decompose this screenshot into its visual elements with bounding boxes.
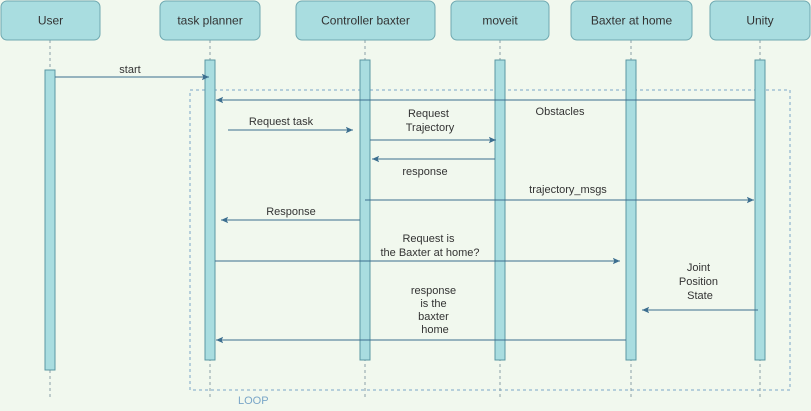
- message-response-controller-label: Response: [266, 206, 316, 218]
- participant-moveit-label: moveit: [482, 14, 518, 28]
- participant-unity[interactable]: [709, 0, 811, 41]
- participant-task-planner[interactable]: [159, 0, 261, 41]
- activation-controller-baxter: [359, 59, 371, 361]
- participant-user-label: User: [38, 14, 63, 28]
- messages: start Obstacles Request task Request Tra…: [55, 64, 758, 344]
- message-joint-position-state-label: Joint Position State: [679, 262, 721, 302]
- activation-baxter-at-home: [625, 59, 637, 361]
- activation-unity: [754, 59, 766, 361]
- participant-moveit[interactable]: [450, 0, 550, 41]
- activation-moveit: [494, 59, 506, 361]
- participant-task-planner-label: task planner: [177, 14, 242, 28]
- participant-baxter-at-home-label: Baxter at home: [591, 14, 673, 28]
- activation-user: [44, 69, 56, 371]
- participant-user[interactable]: [0, 0, 101, 41]
- message-request-task-label: Request task: [249, 116, 314, 128]
- message-request-trajectory-label: Request Trajectory: [406, 108, 455, 134]
- loop-label: LOOP: [238, 395, 269, 407]
- participant-controller-baxter[interactable]: [295, 0, 436, 41]
- message-response-moveit-label: response: [402, 166, 447, 178]
- message-start-label: start: [119, 64, 140, 76]
- activation-task-planner: [204, 59, 216, 361]
- message-response-baxter-home-label: response is the baxter home: [411, 285, 459, 336]
- message-obstacles-label: Obstacles: [536, 106, 585, 118]
- message-request-baxter-home-label: Request is the Baxter at home?: [380, 233, 479, 259]
- activation-bars: [44, 59, 766, 371]
- participant-baxter-at-home[interactable]: [570, 0, 693, 41]
- loop-frame: [189, 89, 791, 391]
- participant-controller-baxter-label: Controller baxter: [321, 14, 410, 28]
- participant-unity-label: Unity: [746, 14, 773, 28]
- message-trajectory-msgs-label: trajectory_msgs: [529, 184, 607, 196]
